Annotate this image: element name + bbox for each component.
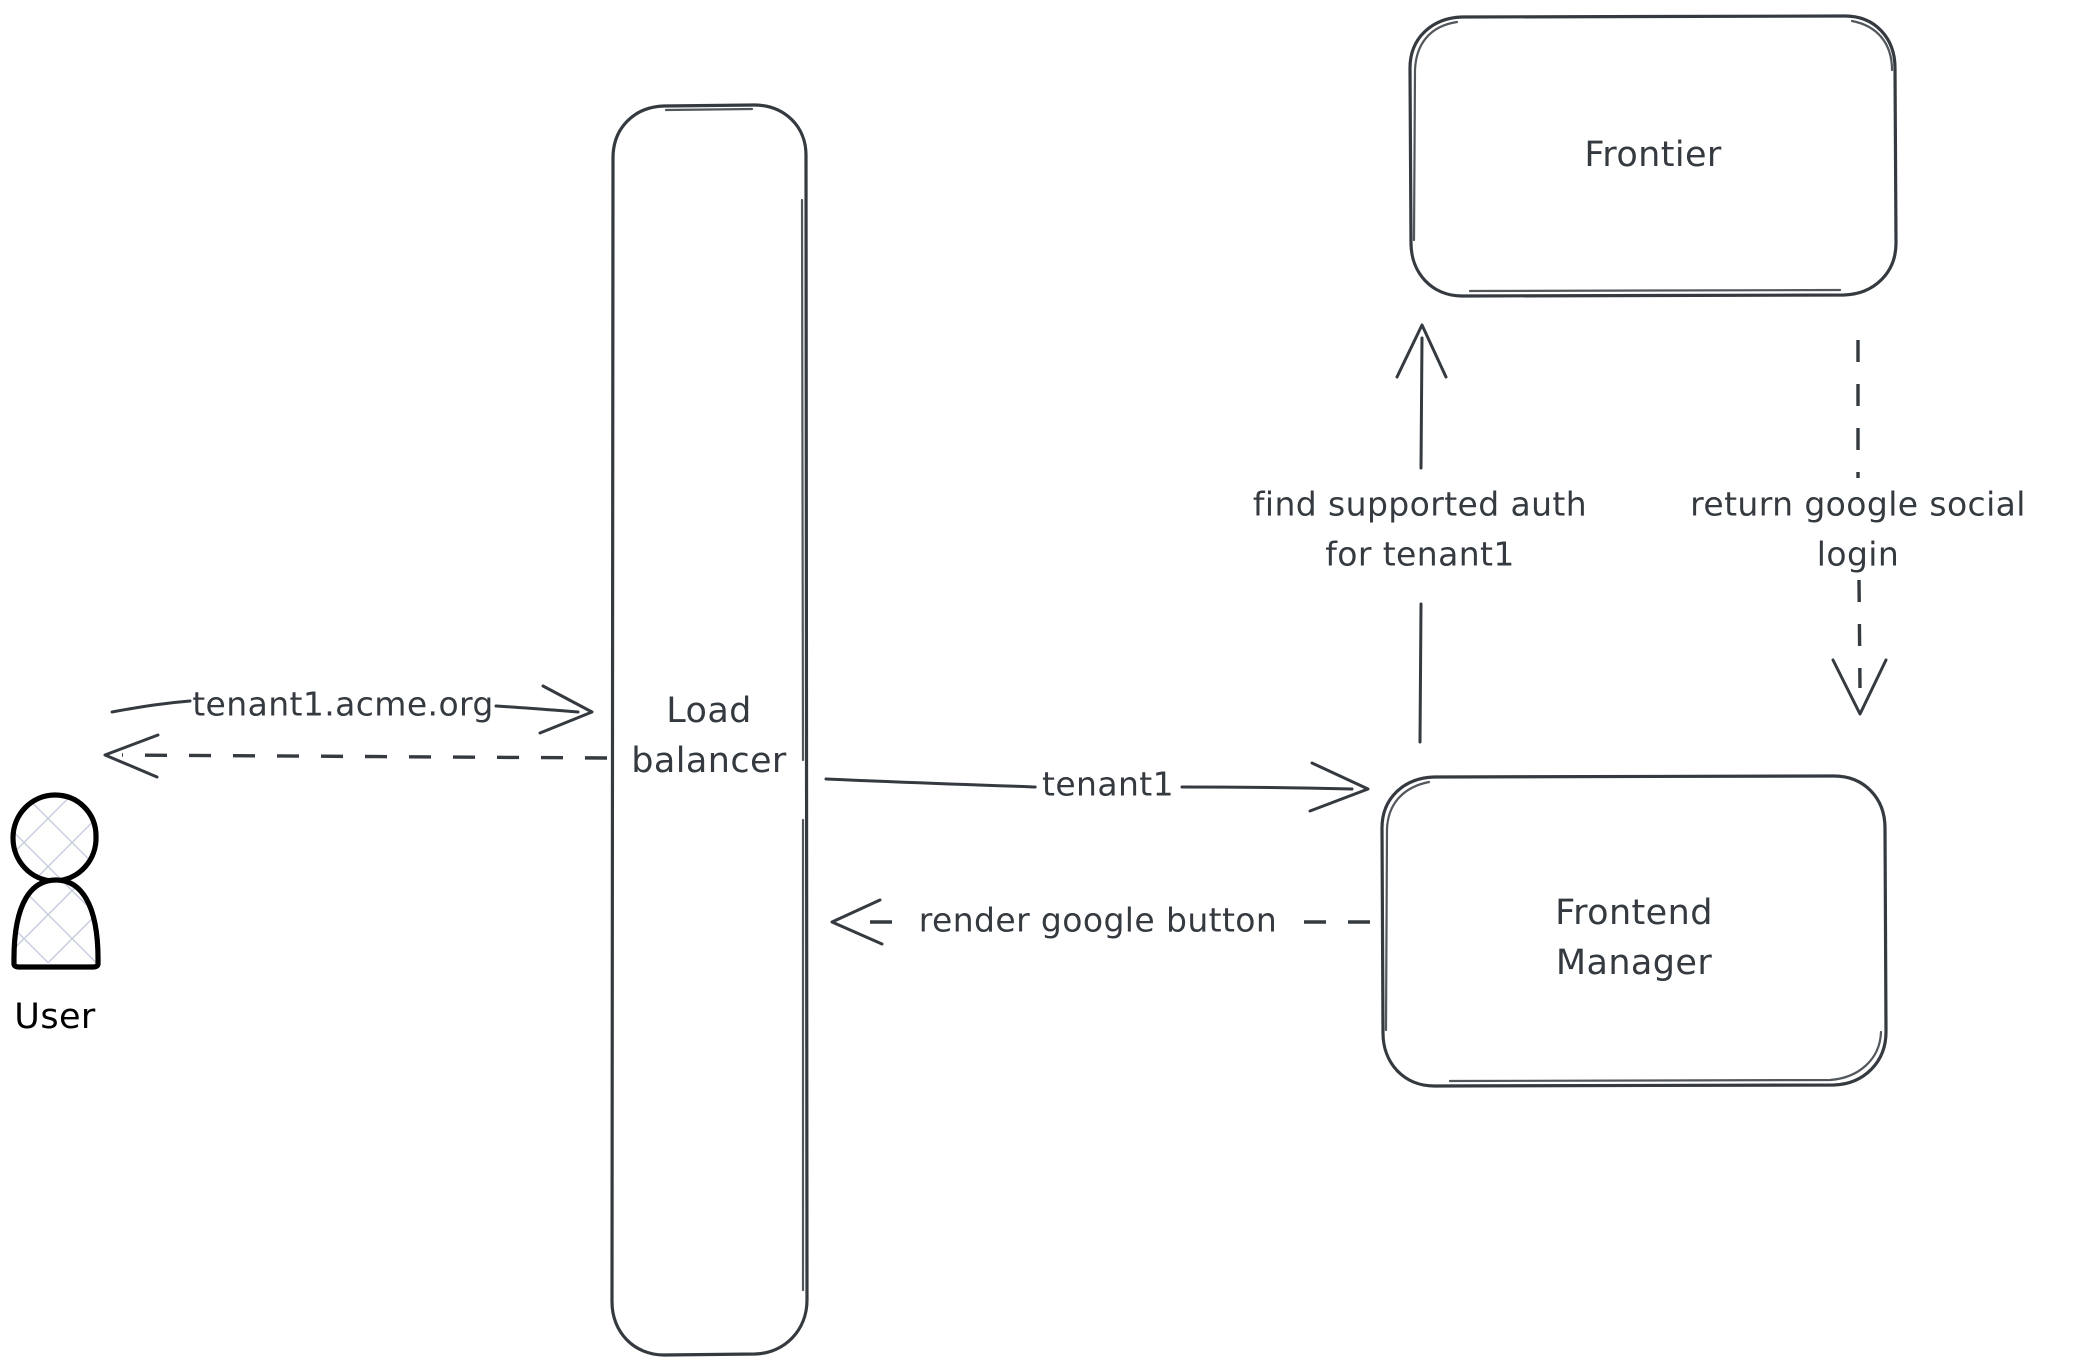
edge-load-balancer-to-frontend-manager[interactable]: tenant1 — [824, 761, 1370, 813]
edge-fm-to-frontier-label-line1: find supported auth — [1253, 485, 1587, 524]
load-balancer-edge-right — [800, 198, 805, 1292]
actor-user-label: User — [14, 997, 96, 1037]
edge-lb-to-fm-arrowhead — [1308, 761, 1370, 813]
user-body-icon — [11, 877, 101, 970]
frontier-shape — [1408, 14, 1898, 298]
edge-fm-to-frontier-line-lower — [1418, 602, 1423, 744]
frontend-manager-label-line1: Frontend — [1555, 893, 1713, 933]
edge-user-to-load-balancer[interactable]: tenant1.acme.org — [110, 684, 594, 735]
edge-fm-to-lb-arrowhead — [830, 898, 884, 946]
edge-load-balancer-to-user[interactable] — [103, 733, 608, 779]
edge-fm-to-frontier-line-upper — [1419, 336, 1424, 470]
edge-lb-to-fm-line-right — [1180, 785, 1354, 791]
edge-frontier-to-fm-arrowhead — [1831, 658, 1888, 716]
edge-user-to-lb-line-left — [110, 699, 192, 714]
edge-lb-to-fm-line-left — [824, 777, 1037, 789]
load-balancer-label-line2: balancer — [631, 741, 787, 781]
edge-user-to-lb-arrowhead — [538, 684, 594, 735]
node-frontend-manager[interactable]: Frontend Manager — [1380, 774, 1888, 1088]
frontend-manager-bottom-accent — [1448, 1030, 1883, 1083]
frontier-label: Frontier — [1584, 135, 1722, 175]
user-head-fill — [13, 796, 97, 880]
load-balancer-shape — [610, 103, 809, 1357]
edge-frontier-to-fm-label-line2: login — [1817, 535, 1899, 574]
load-balancer-shape-secondary — [664, 107, 754, 112]
node-frontier[interactable]: Frontier — [1408, 14, 1898, 298]
edge-fm-to-frontier-arrowhead — [1395, 323, 1448, 379]
edge-frontier-to-fm-line-lower — [1857, 579, 1862, 689]
frontier-shape-secondary — [1412, 20, 1842, 293]
user-body-fill — [13, 881, 98, 963]
frontend-manager-shape-secondary — [1384, 780, 1431, 1032]
edge-frontend-manager-to-frontier[interactable]: find supported auth for tenant1 — [1253, 323, 1587, 744]
edge-fm-to-lb-label: render google button — [919, 901, 1277, 940]
edge-lb-to-fm-label: tenant1 — [1042, 765, 1174, 804]
frontend-manager-label-line2: Manager — [1556, 943, 1712, 983]
edge-user-to-lb-line-right — [494, 704, 580, 714]
frontier-corner-accent — [1850, 19, 1894, 72]
actor-user[interactable]: User — [10, 792, 101, 1037]
edge-lb-to-user-line — [121, 753, 608, 760]
edge-frontier-to-fm-label-line1: return google social — [1690, 485, 2026, 524]
edge-frontier-to-frontend-manager[interactable]: return google social login — [1690, 340, 2026, 716]
edge-user-to-lb-label: tenant1.acme.org — [192, 685, 494, 724]
edge-lb-to-user-arrowhead — [103, 733, 160, 779]
user-head-icon — [10, 792, 99, 884]
node-load-balancer[interactable]: Load balancer — [610, 103, 809, 1357]
edge-frontend-manager-to-load-balancer[interactable]: render google button — [830, 898, 1370, 946]
edge-fm-to-frontier-label-line2: for tenant1 — [1325, 535, 1515, 574]
load-balancer-label-line1: Load — [666, 691, 752, 731]
frontend-manager-shape — [1380, 774, 1888, 1088]
